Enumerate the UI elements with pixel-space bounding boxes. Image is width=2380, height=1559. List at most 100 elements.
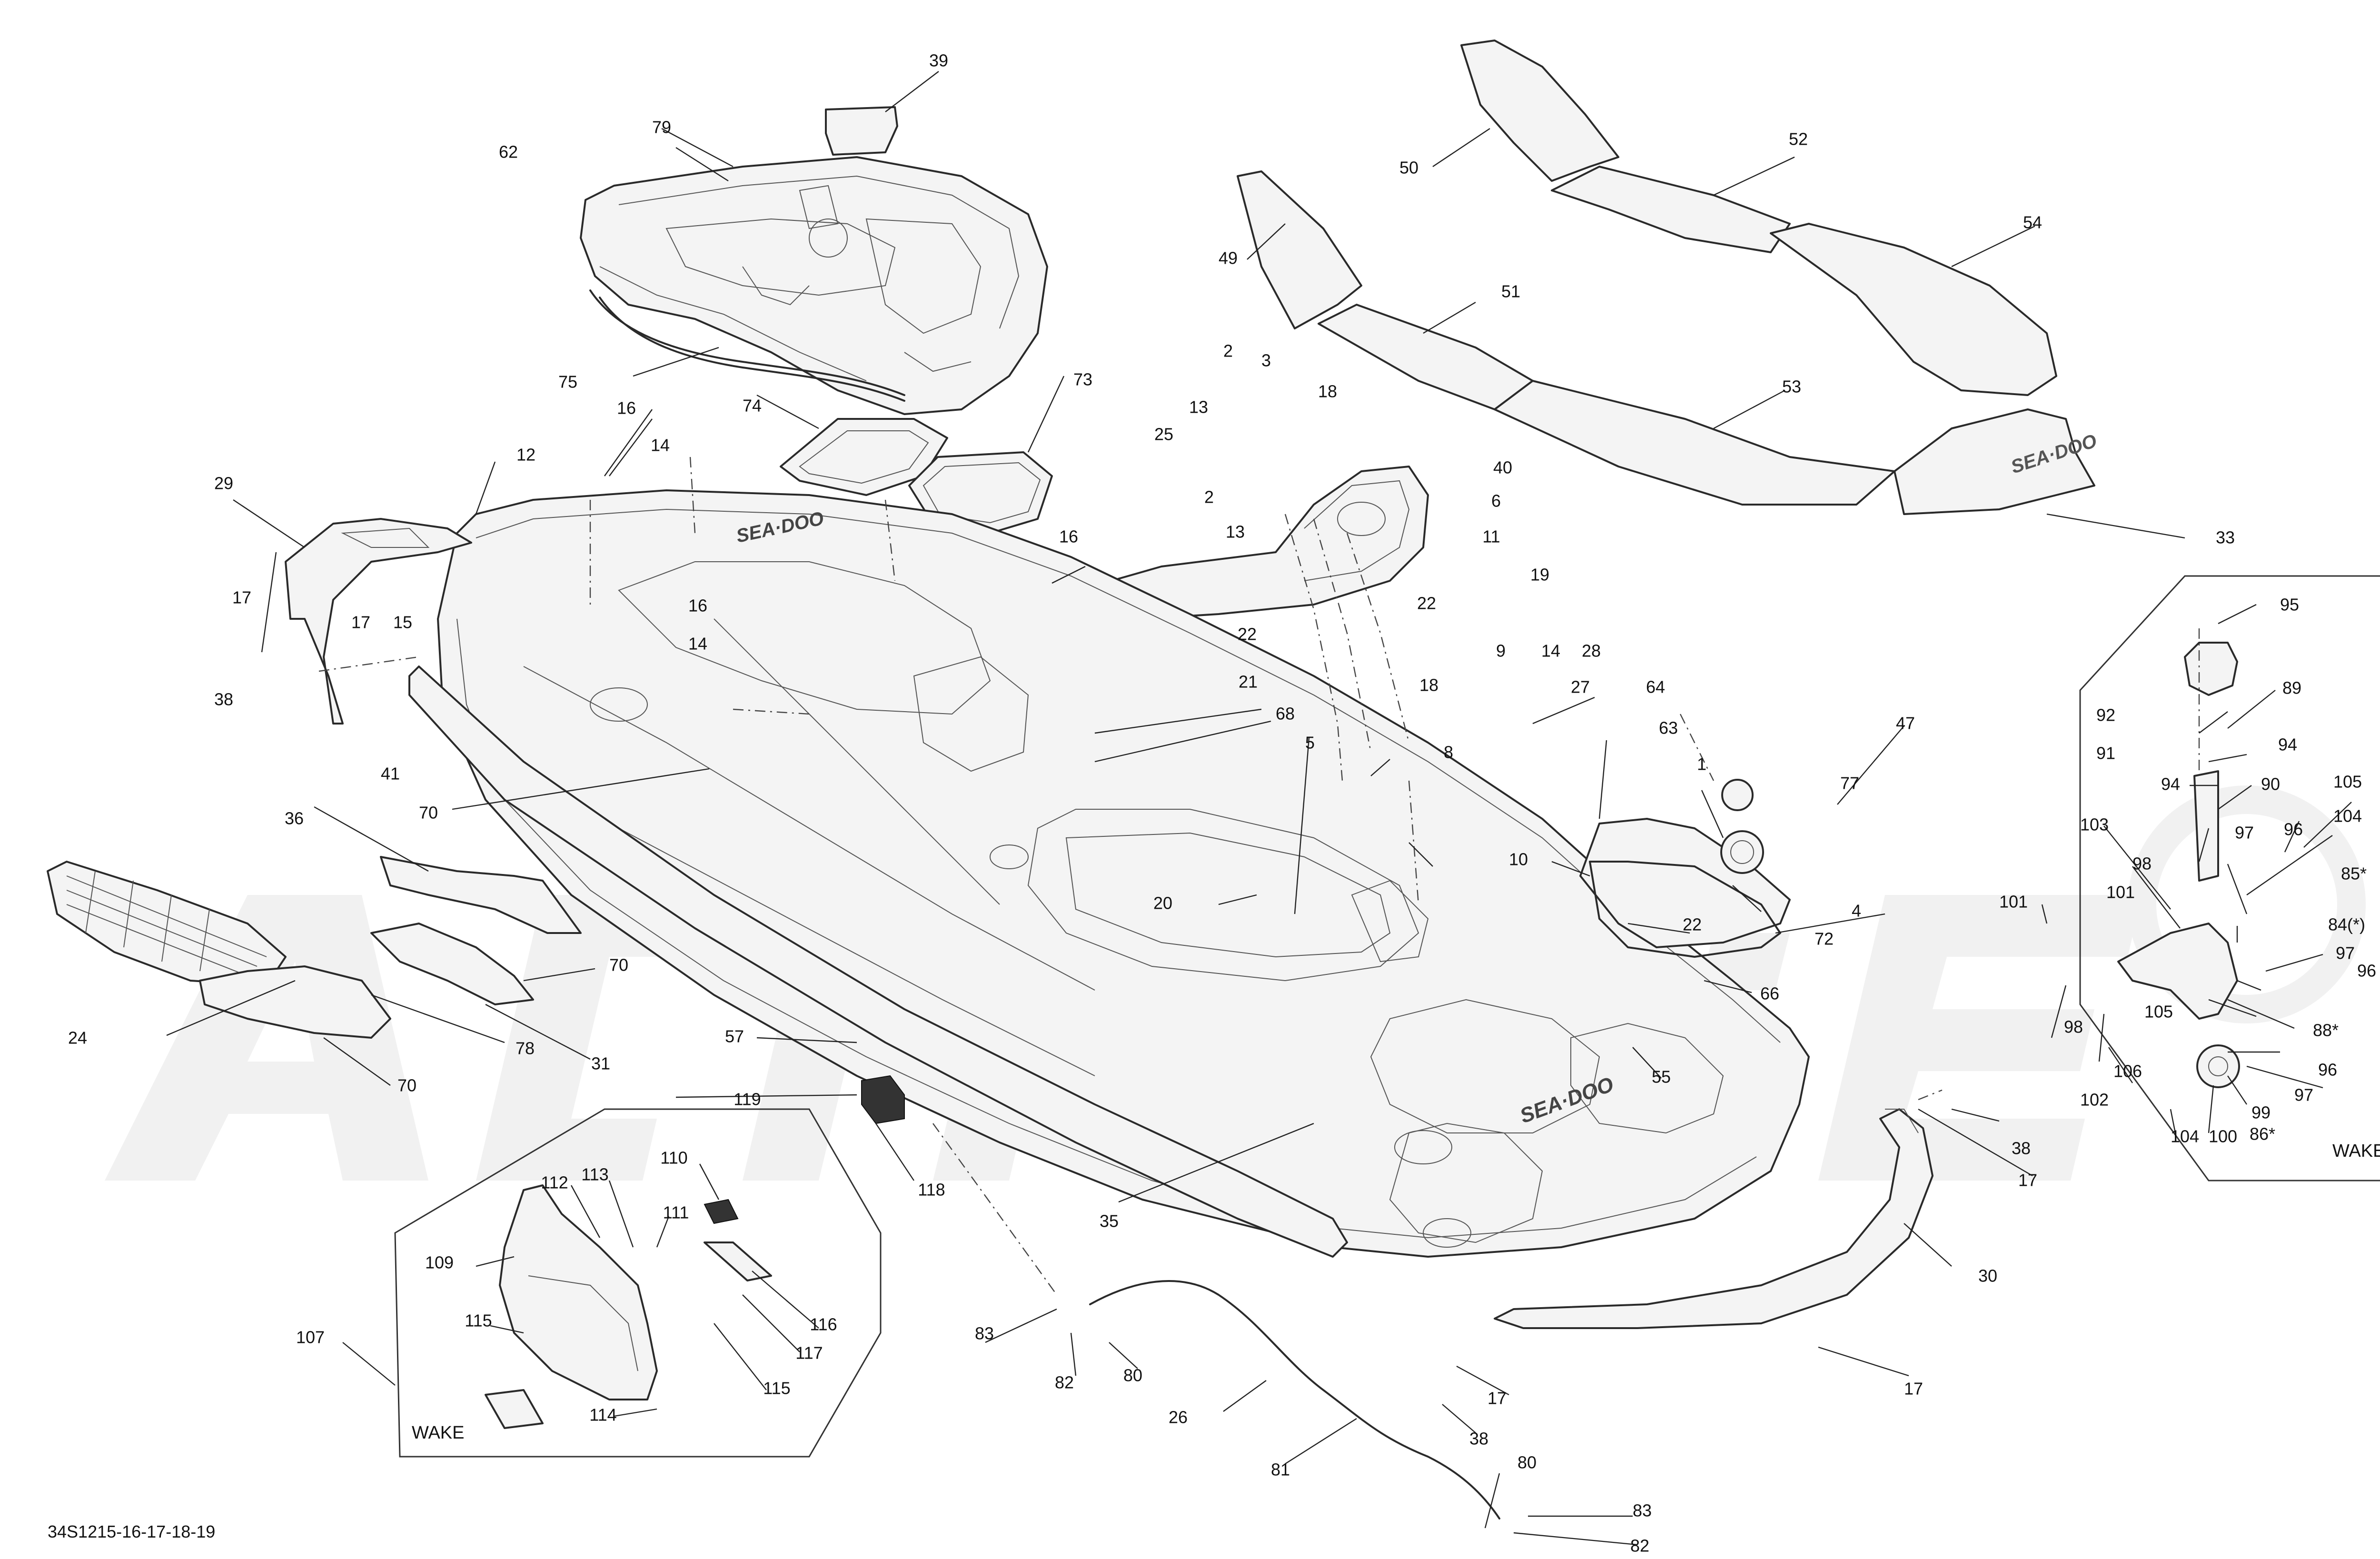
callout-62: 62 xyxy=(499,142,518,162)
callout-40: 40 xyxy=(1493,458,1512,477)
callout-101b: 101 xyxy=(1999,892,2028,912)
callout-18a: 18 xyxy=(1318,382,1337,401)
callout-22b: 22 xyxy=(1417,594,1436,613)
callout-82a: 82 xyxy=(1055,1373,1074,1392)
callout-63: 63 xyxy=(1659,718,1678,738)
callout-8: 8 xyxy=(1444,743,1453,762)
base-86-inner xyxy=(2208,1056,2228,1076)
callout-83a: 83 xyxy=(975,1324,994,1343)
callout-5: 5 xyxy=(1305,733,1315,753)
callout-39: 39 xyxy=(929,51,948,70)
storage-bin-62 xyxy=(580,156,1048,415)
callout-73: 73 xyxy=(1073,370,1092,389)
callout-54: 54 xyxy=(2023,213,2042,232)
callout-28: 28 xyxy=(1582,641,1601,661)
pole-90 xyxy=(2193,770,2219,882)
callout-74: 74 xyxy=(743,396,762,416)
callout-27: 27 xyxy=(1571,677,1590,697)
cap-77 xyxy=(1720,830,1764,874)
mount-84 xyxy=(2117,923,2238,1020)
clip-110 xyxy=(704,1199,739,1224)
callout-109: 109 xyxy=(425,1253,454,1272)
callout-9: 9 xyxy=(1496,641,1506,661)
callout-16b: 16 xyxy=(688,596,707,616)
callout-20: 20 xyxy=(1153,894,1172,913)
seat-base-19-hole xyxy=(1337,502,1386,536)
callout-95: 95 xyxy=(2280,595,2299,615)
callout-110: 110 xyxy=(660,1148,687,1168)
wake-box-right xyxy=(2079,575,2380,1182)
assembly-lines xyxy=(318,457,2200,1295)
callout-88: 88* xyxy=(2313,1021,2339,1040)
callout-53: 53 xyxy=(1782,377,1801,397)
bracket-118 xyxy=(861,1075,905,1124)
callout-10: 10 xyxy=(1509,850,1528,869)
callout-13a: 13 xyxy=(1189,397,1208,417)
seat-pad-52 xyxy=(1551,166,1791,253)
callout-31: 31 xyxy=(591,1054,610,1073)
callout-119: 119 xyxy=(734,1090,761,1109)
seat-pad-53 xyxy=(1494,380,1895,506)
callout-4: 4 xyxy=(1852,901,1861,921)
callout-70a: 70 xyxy=(419,803,438,823)
callout-118: 118 xyxy=(918,1180,945,1200)
callout-2a: 2 xyxy=(1223,341,1233,361)
callout-98a: 98 xyxy=(2132,854,2152,874)
callout-80b: 80 xyxy=(1517,1453,1537,1472)
callout-100: 100 xyxy=(2209,1127,2237,1146)
callout-99: 99 xyxy=(2251,1103,2271,1122)
callout-26: 26 xyxy=(1169,1408,1188,1427)
seat-pad-33 xyxy=(1894,408,2095,515)
rear-bumper-30-top xyxy=(1885,1109,1919,1133)
callout-72: 72 xyxy=(1815,929,1834,949)
side-panel-29 xyxy=(285,518,472,725)
callout-104: 104 xyxy=(2333,806,2362,826)
callout-57: 57 xyxy=(725,1027,744,1046)
callout-92: 92 xyxy=(2096,705,2115,725)
tow-hook-109 xyxy=(499,1184,658,1400)
callout-19: 19 xyxy=(1530,565,1549,585)
callout-1: 1 xyxy=(1697,755,1706,774)
callout-81: 81 xyxy=(1271,1460,1290,1480)
callout-96c: 96 xyxy=(2318,1060,2337,1080)
callout-22a: 22 xyxy=(1238,625,1257,644)
callout-47: 47 xyxy=(1896,714,1915,733)
callout-96a: 96 xyxy=(2284,820,2303,839)
callout-68: 68 xyxy=(1276,704,1295,724)
callout-115a: 115 xyxy=(465,1311,492,1331)
callout-83b: 83 xyxy=(1633,1501,1652,1520)
callout-78: 78 xyxy=(516,1039,535,1058)
callout-22c: 22 xyxy=(1683,915,1702,934)
callout-89: 89 xyxy=(2282,678,2301,698)
callout-116: 116 xyxy=(810,1315,837,1334)
callout-106: 106 xyxy=(2113,1062,2142,1081)
bracket-31 xyxy=(370,923,534,1005)
callout-14b: 14 xyxy=(688,634,707,654)
callout-75: 75 xyxy=(558,372,577,392)
callout-85: 85* xyxy=(2341,864,2367,884)
callout-91: 91 xyxy=(2096,744,2115,763)
callout-114: 114 xyxy=(589,1405,616,1425)
callout-113: 113 xyxy=(581,1165,608,1184)
panel-78 xyxy=(199,965,391,1039)
callout-25: 25 xyxy=(1154,425,1173,444)
gasket-74-inner xyxy=(799,430,929,484)
callout-17e: 17 xyxy=(2018,1171,2037,1190)
callout-102: 102 xyxy=(2080,1090,2109,1110)
drawing-code: 34S1215-16-17-18-19 xyxy=(48,1522,215,1541)
callout-55: 55 xyxy=(1652,1067,1671,1087)
callout-98b: 98 xyxy=(2064,1017,2083,1037)
panel-36 xyxy=(380,856,582,934)
callout-77: 77 xyxy=(1840,774,1859,793)
cable-26 xyxy=(1089,1280,1500,1519)
callout-24: 24 xyxy=(68,1028,87,1048)
seat-base-19-rim xyxy=(1304,480,1410,581)
side-panel-29-detail xyxy=(341,527,430,548)
callout-2b: 2 xyxy=(1204,487,1214,507)
callout-36: 36 xyxy=(285,809,304,828)
callout-17a: 17 xyxy=(232,588,251,607)
callout-17c: 17 xyxy=(1488,1389,1507,1408)
callout-115b: 115 xyxy=(763,1379,790,1398)
